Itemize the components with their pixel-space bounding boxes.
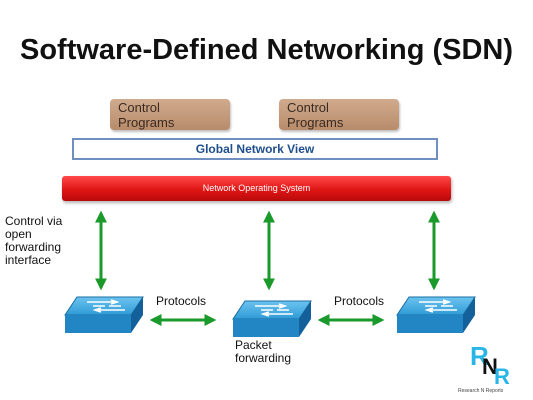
control-programs-box-right: Control Programs [279,99,399,130]
research-n-reports-logo: R N R Research N Reports [458,341,510,394]
logo-text: Research N Reports [458,388,504,394]
protocols-label-left: Protocols [156,294,207,308]
packet-forwarding-label: Packet forwarding [235,339,291,365]
svg-text:R: R [470,341,489,371]
switch-icon [396,296,476,333]
global-network-view-box: Global Network View [72,138,438,160]
svg-text:N: N [482,354,498,379]
page-title: Software-Defined Networking (SDN) [19,34,514,66]
packet-forwarding-line1: Packet [235,338,272,352]
network-operating-system-bar: Network Operating System [62,176,451,201]
control-programs-label-line2: Programs [118,115,175,130]
control-interface-line3: forwarding [5,240,62,254]
protocols-label-right: Protocols [334,294,385,308]
svg-text:R: R [494,364,510,389]
switch-icon [64,296,144,333]
switch-icon [232,300,312,337]
control-programs-label-line1: Control [287,100,329,115]
control-interface-line1: Control via [5,214,63,228]
control-programs-label-line2: Programs [287,115,344,130]
packet-forwarding-line2: forwarding [235,351,292,365]
control-programs-label-line1: Control [118,100,160,115]
control-interface-line2: open [5,227,32,241]
control-interface-line4: interface [5,253,52,267]
control-programs-box-left: Control Programs [110,99,230,130]
control-interface-label: Control via open forwarding interface [5,215,62,267]
